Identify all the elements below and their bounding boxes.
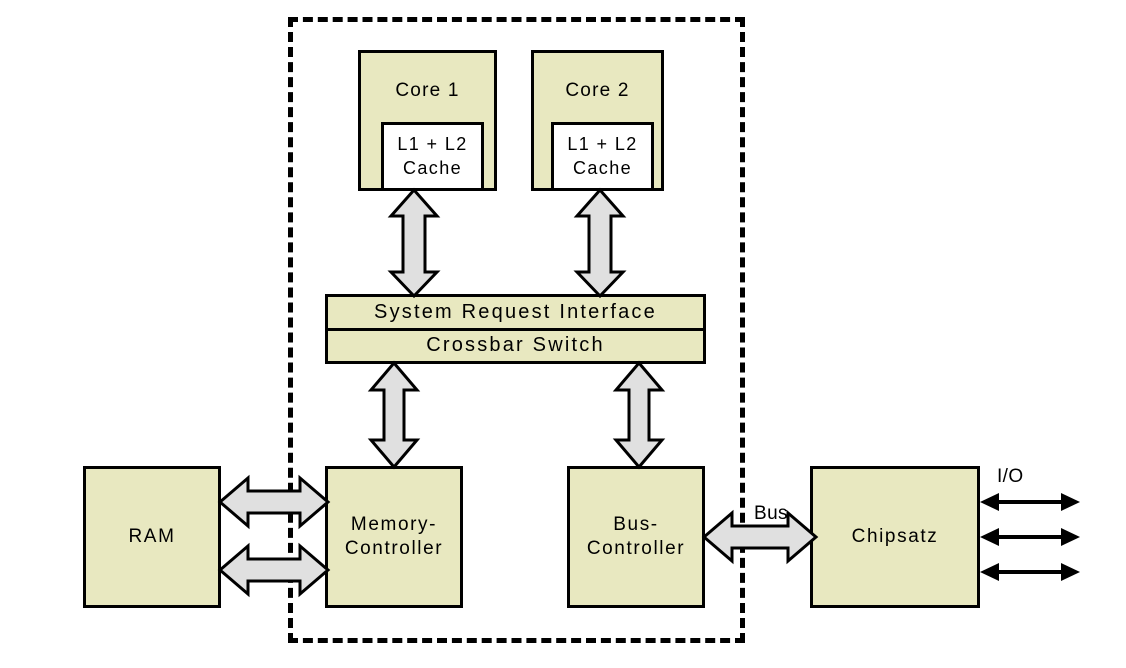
core-2-cache-line-1: L1 + L2: [567, 134, 638, 155]
memory-controller-label-line-2: Controller: [344, 538, 444, 559]
chipsatz-label: Chipsatz: [851, 525, 939, 547]
crossbar-switch-label: Crossbar Switch: [426, 334, 605, 357]
chipsatz-box[interactable]: Chipsatz: [810, 466, 980, 608]
core-2-label: Core 2: [565, 80, 630, 101]
core-2-cache-line-2: Cache: [572, 157, 633, 178]
system-request-interface-label: System Request Interface: [374, 300, 657, 323]
io-arrow-3: [980, 563, 1080, 581]
ram-box[interactable]: RAM: [83, 466, 221, 608]
bus-controller-box[interactable]: Bus- Controller: [567, 466, 705, 608]
system-request-interface-box[interactable]: System Request Interface: [325, 294, 706, 330]
core-1-cache-line-2: Cache: [402, 157, 463, 178]
io-arrow-2: [980, 528, 1080, 546]
io-connection-label: I/O: [997, 466, 1024, 487]
core-1-cache-box[interactable]: L1 + L2 Cache: [381, 122, 484, 191]
bus-controller-label-line-2: Controller: [586, 538, 686, 559]
ram-label: RAM: [128, 525, 176, 547]
cpu-die-boundary: [288, 17, 745, 643]
memory-controller-box[interactable]: Memory- Controller: [325, 466, 463, 608]
memory-controller-label-line-1: Memory-: [350, 513, 438, 535]
core-1-label: Core 1: [395, 80, 460, 101]
bus-connection-label: Bus: [754, 503, 788, 524]
crossbar-switch-box[interactable]: Crossbar Switch: [325, 329, 706, 364]
bus-controller-label-line-1: Bus-: [613, 513, 659, 535]
core-2-cache-box[interactable]: L1 + L2 Cache: [551, 122, 654, 191]
core-1-cache-line-1: L1 + L2: [397, 134, 468, 155]
io-arrow-1: [980, 493, 1080, 511]
